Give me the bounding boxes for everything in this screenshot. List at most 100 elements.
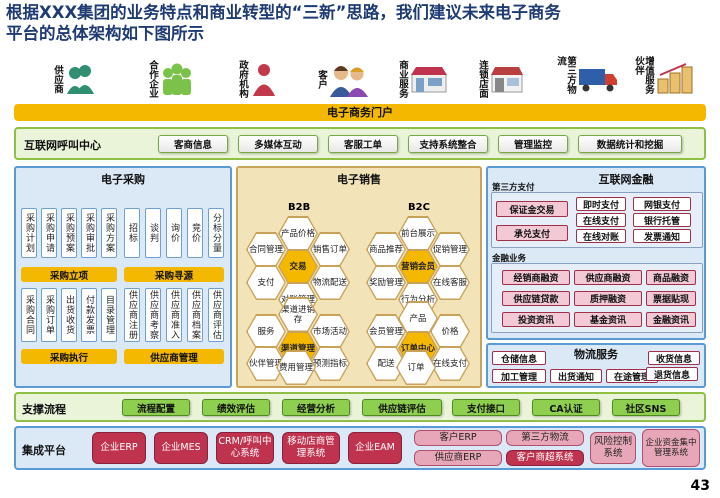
callcenter-item[interactable]: 管理监控 xyxy=(498,135,568,153)
proc-bottom-item[interactable]: 付款发票 xyxy=(81,288,97,342)
sales-hex[interactable]: 营销会员 xyxy=(398,249,438,284)
proc-bottom-item[interactable]: 供应商准入 xyxy=(166,288,182,342)
integration-item[interactable]: 客户ERP xyxy=(414,430,502,446)
support-item[interactable]: 社区SNS xyxy=(612,399,680,416)
proc-top-item[interactable]: 采购申请 xyxy=(41,208,57,258)
stakeholder-supplier: 供应商 xyxy=(52,56,95,102)
finance-btn[interactable]: 供应链贷款 xyxy=(502,291,570,306)
integration-item[interactable]: 移动店商管理系统 xyxy=(282,432,340,464)
finance-btn[interactable]: 投资资讯 xyxy=(502,312,570,327)
integration-item[interactable]: 企业资金集中管理系统 xyxy=(642,429,700,467)
group-icon xyxy=(163,63,191,95)
integration-item[interactable]: 企业EAM xyxy=(348,432,402,464)
finance-btn[interactable]: 供应商融资 xyxy=(574,270,642,285)
integration-item[interactable]: 客户商超系统 xyxy=(506,450,584,466)
logistics-title: 物流服务 xyxy=(574,348,618,361)
logistics-btn[interactable]: 出货通知 xyxy=(550,369,602,383)
proc-top-item[interactable]: 招标 xyxy=(124,208,140,258)
callcenter-item[interactable]: 支持系统整合 xyxy=(408,135,488,153)
logistics-panel: 物流服务 仓储信息 收货信息 加工管理 出货通知 在途管理 xyxy=(486,343,706,388)
support-item[interactable]: 经营分析 xyxy=(282,399,350,416)
proc-top-item[interactable]: 竞价 xyxy=(187,208,203,258)
proc-bottom-item[interactable]: 供应商考察 xyxy=(145,288,161,342)
sales-hex[interactable]: 合同管理 xyxy=(246,232,286,267)
proc-top-item[interactable]: 询价 xyxy=(166,208,182,258)
proc-mid-bar[interactable]: 采购寻源 xyxy=(124,267,224,282)
support-item[interactable]: 供应链评估 xyxy=(362,399,442,416)
proc-top-item[interactable]: 采购预案 xyxy=(61,208,77,258)
sales-panel: 电子销售 B2B B2C 产品价格 合同管理 交易 销售订单 支付 物流配送 对… xyxy=(236,166,482,388)
finance-btn[interactable]: 发票通知 xyxy=(633,229,691,243)
portal-bar[interactable]: 电子商务门户 xyxy=(14,104,706,121)
finance-btn[interactable]: 在线对账 xyxy=(576,229,626,243)
b2b-label: B2B xyxy=(288,202,311,213)
support-item[interactable]: CA认证 xyxy=(532,399,600,416)
proc-top-item[interactable]: 采购计划 xyxy=(21,208,37,258)
callcenter-row: 互联网呼叫中心 客商信息 多媒体互动 客服工单 支持系统整合 管理监控 数据统计… xyxy=(14,127,706,160)
sales-hex[interactable]: 产品价格 xyxy=(278,216,318,251)
logistics-btn[interactable]: 仓储信息 xyxy=(492,351,546,365)
logistics-btn[interactable]: 退货信息 xyxy=(646,367,698,381)
callcenter-item[interactable]: 数据统计和挖掘 xyxy=(578,135,682,153)
proc-bottom-item[interactable]: 采购订单 xyxy=(41,288,57,342)
integration-label: 集成平台 xyxy=(22,444,66,457)
integration-item[interactable]: 供应商ERP xyxy=(414,450,502,466)
integration-item[interactable]: 企业MES xyxy=(154,432,208,464)
integration-item[interactable]: CRM/呼叫中心系统 xyxy=(216,432,274,464)
finance-btn[interactable]: 即时支付 xyxy=(576,197,626,211)
finance-btn[interactable]: 金融资讯 xyxy=(646,312,696,327)
stakeholder-logistics: 第三方物流 xyxy=(555,56,618,102)
proc-top-item[interactable]: 谈判 xyxy=(145,208,161,258)
sales-hex[interactable]: 在线客服 xyxy=(430,265,470,300)
sales-hex[interactable]: 交易 xyxy=(278,249,318,284)
integration-item[interactable]: 第三方物流 xyxy=(506,430,584,446)
proc-foot-bar[interactable]: 供应商管理 xyxy=(124,349,224,364)
callcenter-item[interactable]: 多媒体互动 xyxy=(238,135,318,153)
support-item[interactable]: 绩效评估 xyxy=(202,399,270,416)
sales-hex[interactable]: 物流配送 xyxy=(310,265,350,300)
finance-btn[interactable]: 网银支付 xyxy=(633,197,691,211)
finance-btn[interactable]: 承兑支付 xyxy=(496,225,568,241)
sales-hex[interactable]: 市场活动 xyxy=(310,314,350,349)
proc-bottom-item[interactable]: 供应商评估 xyxy=(208,288,224,342)
proc-bottom-item[interactable]: 出货收货 xyxy=(61,288,77,342)
proc-top-item[interactable]: 采购方案 xyxy=(101,208,117,258)
sales-hex[interactable]: 商品推荐 xyxy=(366,232,406,267)
proc-bottom-item[interactable]: 目录管理 xyxy=(101,288,117,342)
sales-hex[interactable]: 奖励管理 xyxy=(366,265,406,300)
sales-hex[interactable]: 服务 xyxy=(246,314,286,349)
integration-row: 集成平台 企业ERP 企业MES CRM/呼叫中心系统 移动店商管理系统 企业E… xyxy=(14,426,706,470)
proc-top-item[interactable]: 分标分量 xyxy=(208,208,224,258)
integration-item[interactable]: 风险控制系统 xyxy=(590,432,636,464)
b2c-label: B2C xyxy=(408,202,430,213)
integration-item[interactable]: 企业ERP xyxy=(92,432,146,464)
callcenter-item[interactable]: 客服工单 xyxy=(328,135,398,153)
finance-btn[interactable]: 票据贴现 xyxy=(646,291,696,306)
store-icon xyxy=(491,67,523,93)
support-item[interactable]: 支付接口 xyxy=(452,399,520,416)
proc-foot-bar[interactable]: 采购执行 xyxy=(21,349,117,364)
finance-btn[interactable]: 经销商融资 xyxy=(502,270,570,285)
sales-hex[interactable]: 销售订单 xyxy=(310,232,350,267)
support-item[interactable]: 流程配置 xyxy=(122,399,190,416)
logistics-btn[interactable]: 在途管理 xyxy=(606,369,658,383)
logistics-btn[interactable]: 收货信息 xyxy=(648,351,700,365)
title-line-2: 平台的总体架构如下图所示 xyxy=(6,24,204,43)
finance-btn[interactable]: 银行托管 xyxy=(633,213,691,227)
sales-hex[interactable]: 促销管理 xyxy=(430,232,470,267)
proc-mid-bar[interactable]: 采购立项 xyxy=(21,267,117,282)
finance-btn[interactable]: 保证金交易 xyxy=(496,201,568,217)
support-label: 支撑流程 xyxy=(22,403,66,416)
finance-btn[interactable]: 商品融资 xyxy=(646,270,696,285)
finance-btn[interactable]: 在线支付 xyxy=(576,213,626,227)
proc-bottom-item[interactable]: 供应商档案 xyxy=(187,288,203,342)
finance-btn[interactable]: 基金资讯 xyxy=(574,312,642,327)
callcenter-item[interactable]: 客商信息 xyxy=(158,135,228,153)
proc-bottom-item[interactable]: 采购合同 xyxy=(21,288,37,342)
logistics-btn[interactable]: 加工管理 xyxy=(492,369,546,383)
finance-btn[interactable]: 质押融资 xyxy=(574,291,642,306)
sales-hex[interactable]: 前台展示 xyxy=(398,216,438,251)
proc-bottom-item[interactable]: 供应商注册 xyxy=(124,288,140,342)
sales-hex[interactable]: 支付 xyxy=(246,265,286,300)
proc-top-item[interactable]: 采购审批 xyxy=(81,208,97,258)
